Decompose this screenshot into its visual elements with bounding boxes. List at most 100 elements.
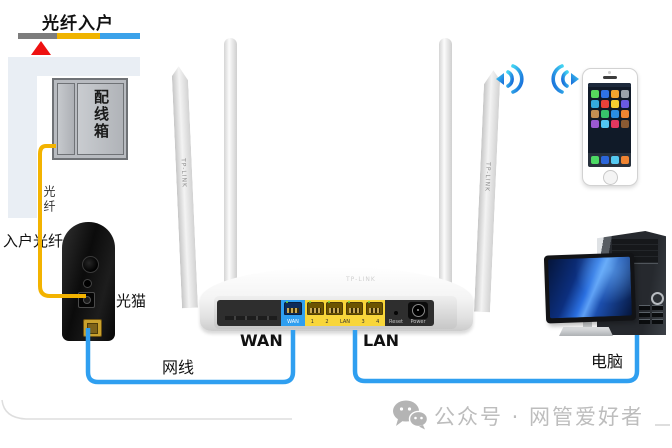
vent-slot (639, 305, 650, 310)
fiber-entry-color-bar (18, 33, 140, 39)
phone-app-icon (591, 110, 599, 118)
wifi-arc-outer (511, 64, 524, 94)
lan-port-1 (307, 301, 324, 315)
fiber-entry-title: 光纤入户 (42, 14, 114, 34)
phone-app-icon (621, 100, 629, 108)
modem-dc-port (83, 279, 92, 288)
fiber-port-hole (83, 296, 91, 304)
lan-port-pins (310, 308, 321, 313)
phone-status-bar (588, 83, 631, 87)
phone-app-icon (611, 110, 619, 118)
reset-button (394, 311, 398, 315)
wall-surface-top (8, 57, 140, 76)
pc-power-button (651, 292, 664, 305)
fiber-cable-label: 光纤 (42, 185, 56, 215)
monitor-base (559, 327, 613, 336)
distribution-box-right-door: 配线箱 (77, 83, 124, 155)
wan-label-large: WAN (240, 331, 283, 350)
wifi-arc-inner (561, 70, 569, 88)
router-port-strip: WAN 1 2 LAN 3 4 Reset Power (217, 300, 434, 326)
lan-port-number: 1 (310, 319, 314, 325)
wan-port-block: WAN (281, 300, 305, 326)
network-cable-label: 网线 (162, 358, 195, 377)
phone-app-icon (591, 90, 599, 98)
wifi-signal-icon (551, 64, 579, 94)
wechat-eye (407, 407, 412, 411)
wan-port-label: WAN (287, 319, 299, 325)
wechat-icon (393, 400, 428, 430)
vent-slot (639, 312, 650, 317)
router-top-logo: TP-LINK (346, 276, 376, 283)
router-antenna-inner-right (439, 38, 452, 290)
phone-screen (588, 83, 631, 167)
wechat-small-tail (419, 425, 425, 430)
wifi-arc-inner (506, 70, 514, 88)
incoming-fiber-label: 入户光纤 (3, 232, 64, 250)
ethernet-port-hole (87, 323, 98, 334)
vent-slot (652, 305, 663, 310)
watermark-text: 公众号 · 网管爱好者 (434, 405, 645, 429)
phone-app-icon (600, 156, 609, 164)
monitor-wallpaper (547, 256, 632, 319)
bar-segment-yellow (57, 33, 100, 39)
lan-port-number: 4 (376, 319, 380, 325)
computer-label: 电脑 (591, 352, 624, 371)
wan-port-pins (287, 308, 299, 313)
pc-vent-slots (639, 305, 665, 324)
power-port (408, 302, 428, 319)
vent-slot (639, 319, 650, 324)
red-arrow-icon (31, 41, 51, 55)
lan-port-pins (329, 308, 340, 313)
wifi-signal-icon (496, 64, 524, 94)
distribution-box: 配线箱 (52, 78, 128, 160)
modem-fiber-port (78, 292, 95, 308)
modem-vent-circle (82, 256, 99, 273)
phone-app-icon (620, 156, 629, 164)
wifi-arc-outer (551, 64, 564, 94)
phone-app-icon (601, 100, 609, 108)
vent-slot (652, 312, 663, 317)
phone-camera (608, 71, 611, 74)
wifi-wedge (496, 73, 504, 85)
phone-app-icon (591, 120, 599, 128)
distribution-box-label: 配线箱 (92, 89, 110, 140)
lan-port-pins (369, 308, 380, 313)
power-label: Power (410, 319, 426, 325)
lan-port-3 (346, 301, 363, 315)
corner-line (1, 399, 292, 420)
wan-led (286, 301, 288, 303)
power-port-hole (412, 304, 425, 317)
lan-port-number: 3 (361, 319, 365, 325)
modem-ethernet-port (83, 319, 102, 337)
phone-app-icon (591, 100, 599, 108)
lan-port-labels: 1 2 LAN 3 4 (305, 319, 385, 325)
phone-app-icon (590, 156, 599, 164)
phone-dock (588, 153, 631, 167)
phone-app-icon (621, 90, 629, 98)
lan-label-large: LAN (363, 331, 399, 350)
wechat-small-bubble (408, 410, 428, 428)
smartphone (582, 68, 638, 186)
router-vent-slots (225, 316, 277, 320)
phone-home-button (603, 170, 618, 185)
phone-app-icon (601, 90, 609, 98)
phone-app-icon (611, 100, 619, 108)
phone-app-grid (591, 90, 629, 128)
phone-earpiece (603, 76, 617, 79)
lan-led (328, 301, 330, 303)
lan-port-block: 1 2 LAN 3 4 (305, 300, 385, 326)
wan-port (284, 301, 302, 315)
wifi-wedge (571, 73, 579, 85)
lan-led (348, 301, 350, 303)
pc-monitor (543, 252, 637, 324)
bar-segment-blue (100, 33, 140, 39)
distribution-box-left-door (57, 83, 75, 155)
wechat-big-tail (396, 419, 404, 426)
monitor-neck (583, 320, 592, 329)
wechat-eye (414, 416, 417, 420)
phone-app-icon (621, 110, 629, 118)
lan-port-number: 2 (325, 319, 329, 325)
antenna-brand-text: TP-LINK (483, 161, 492, 193)
vent-slot (652, 319, 663, 324)
